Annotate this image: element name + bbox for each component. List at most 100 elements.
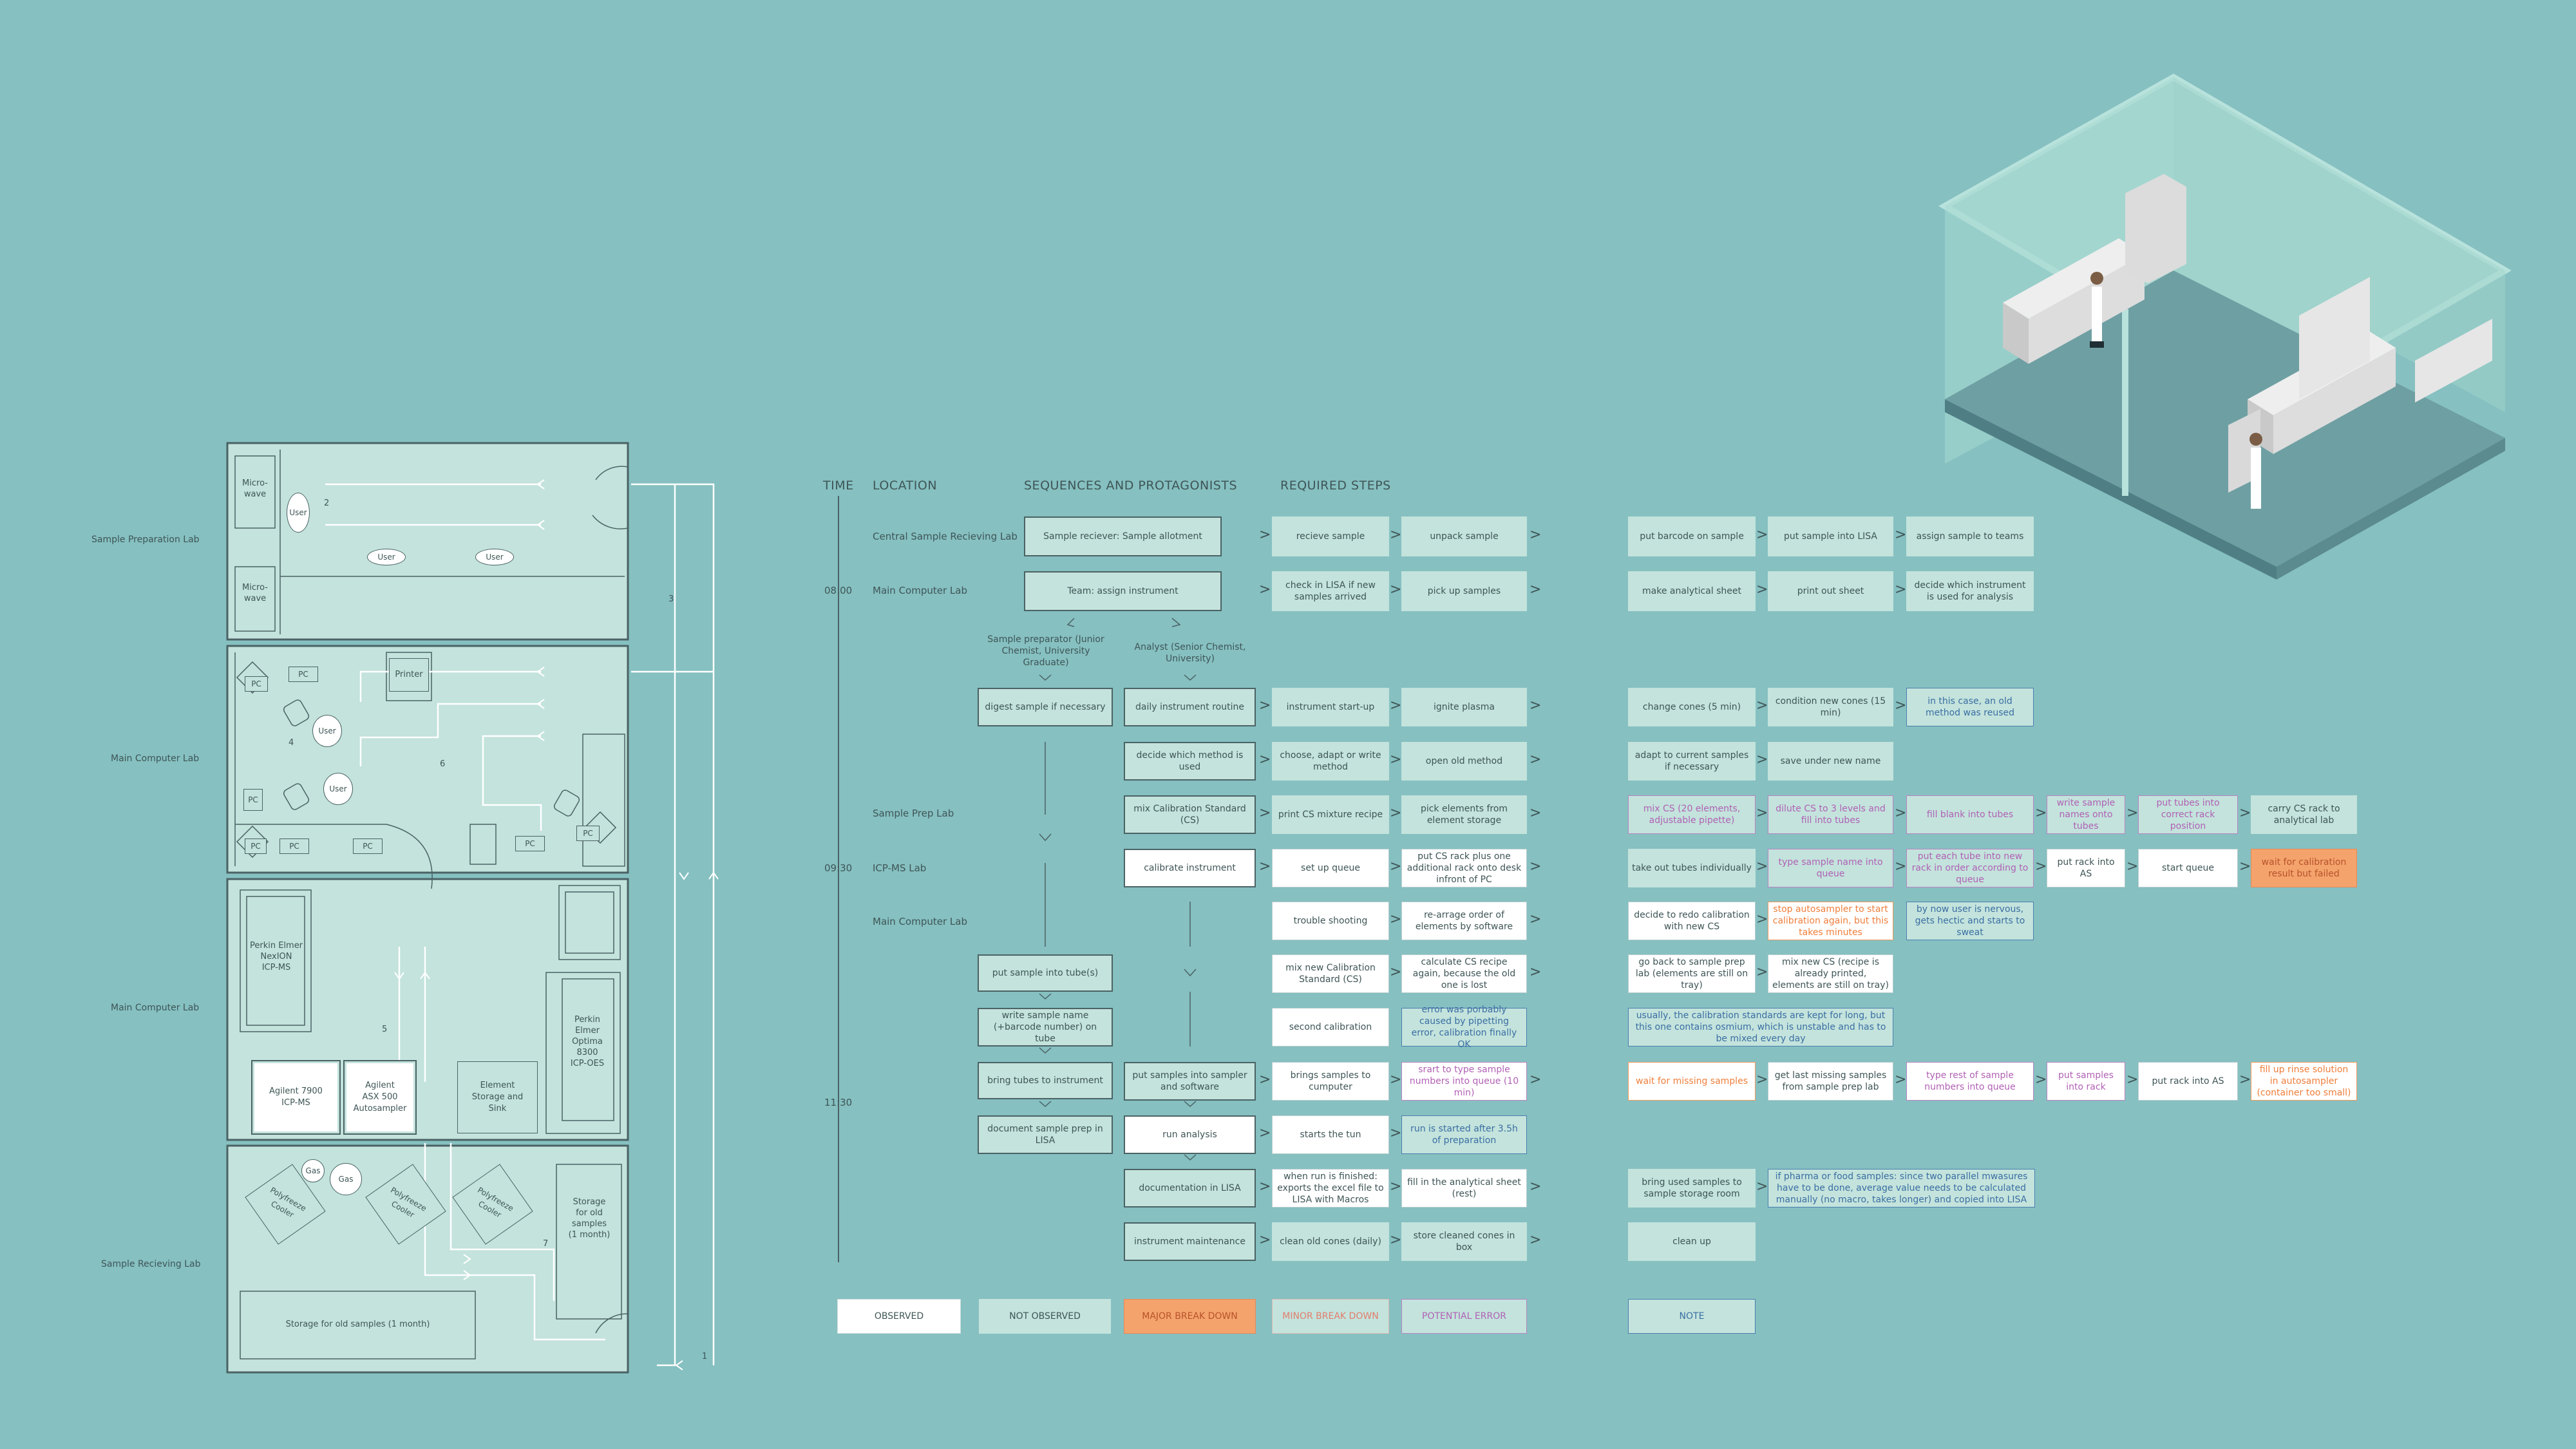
chevron-right-icon: > <box>1756 697 1768 714</box>
printer: Printer <box>389 658 429 692</box>
chevron-right-icon: > <box>1756 964 1768 980</box>
location-label: Sample Prep Lab <box>873 808 954 819</box>
time-label: 11:30 <box>824 1097 853 1108</box>
step-box: mix new CS (recipe is already printed, e… <box>1768 954 1893 993</box>
step-box: condition new cones (15 min) <box>1768 688 1893 726</box>
pc-icon: PC <box>245 838 267 854</box>
step-box: start queue <box>2138 849 2238 887</box>
chevron-right-icon: > <box>1390 697 1402 714</box>
pc-icon: PC <box>279 838 309 854</box>
step-box: brings samples to cumputer <box>1272 1062 1389 1101</box>
seq-bring-tubes: bring tubes to instrument <box>978 1062 1113 1099</box>
protagonist-sample-preparator: Sample preparator (Junior Chemist, Unive… <box>987 634 1104 668</box>
major-breakdown-box: wait for missing samples <box>1628 1062 1756 1101</box>
chevron-right-icon: > <box>1530 697 1542 714</box>
note-box: usually, the calibration standards are k… <box>1628 1008 1893 1046</box>
agilent-7900: Agilent 7900 ICP-MS <box>252 1061 339 1133</box>
location-label: Main Computer Lab <box>873 585 967 596</box>
step-box: choose, adapt or write method <box>1272 742 1389 781</box>
step-box: put CS rack plus one additional rack ont… <box>1401 849 1527 887</box>
perkin-nexion-label: Perkin Elmer NexION ICP-MS <box>249 941 303 972</box>
step-box: adapt to current samples if necessary <box>1628 742 1756 781</box>
seq-documentation: documentation in LISA <box>1124 1169 1256 1208</box>
step-box: trouble shooting <box>1272 902 1389 940</box>
user-icon: User <box>312 715 342 747</box>
chevron-right-icon: > <box>1895 805 1907 821</box>
chevron-right-icon: > <box>2126 805 2139 821</box>
chevron-right-icon: > <box>1895 582 1907 598</box>
lab-illustration-icon <box>1938 73 2512 580</box>
step-box: put barcode on sample <box>1628 516 1756 556</box>
chevron-right-icon: > <box>1530 527 1542 543</box>
step-box: pick up samples <box>1401 571 1527 611</box>
protagonist-analyst: Analyst (Senior Chemist, University) <box>1134 642 1246 664</box>
step-box: re-arrage order of elements by software <box>1401 902 1527 940</box>
seq-assign-instrument: Team: assign instrument <box>1024 571 1222 611</box>
step-box: instrument start-up <box>1272 688 1389 726</box>
header-sequences: SEQUENCES AND PROTAGONISTS <box>1024 478 1238 493</box>
potential-error-box: type rest of sample numbers into queue <box>1906 1062 2034 1101</box>
step-box: get last missing samples from sample pre… <box>1768 1062 1893 1101</box>
chevron-right-icon: > <box>2239 1072 2251 1088</box>
step-box: store cleaned cones in box <box>1401 1222 1527 1261</box>
seq-mix-cs: mix Calibration Standard (CS) <box>1124 795 1256 834</box>
pc-icon: PC <box>353 838 383 854</box>
chevron-right-icon: > <box>1530 1072 1542 1088</box>
path-number: 3 <box>668 594 674 604</box>
potential-error-box: put each tube into new rack in order acc… <box>1906 849 2034 887</box>
step-box: make analytical sheet <box>1628 571 1756 611</box>
step-box: take out tubes individually <box>1628 849 1756 887</box>
chevron-right-icon: > <box>1530 964 1542 980</box>
user-icon: User <box>287 493 310 533</box>
chevron-right-icon: > <box>2126 1072 2139 1088</box>
chevron-right-icon: > <box>2239 805 2251 821</box>
seq-maintenance: instrument maintenance <box>1124 1222 1256 1261</box>
seq-put-samples-sampler: put samples into sampler and software <box>1124 1062 1256 1101</box>
seq-daily-routine: daily instrument routine <box>1124 688 1256 726</box>
header-location: LOCATION <box>873 478 938 493</box>
potential-error-box: type sample name into queue <box>1768 849 1893 887</box>
legend-major-breakdown: MAJOR BREAK DOWN <box>1124 1299 1256 1334</box>
path-number: 5 <box>382 1025 388 1034</box>
room-label-main-computer-1: Main Computer Lab <box>111 753 200 764</box>
step-box: check in LISA if new samples arrived <box>1272 571 1389 611</box>
user-icon: User <box>323 773 353 805</box>
step-box: recieve sample <box>1272 516 1389 556</box>
chevron-right-icon: > <box>1756 805 1768 821</box>
pc-icon: PC <box>576 826 600 841</box>
chevron-right-icon: > <box>1530 911 1542 927</box>
header-required-steps: REQUIRED STEPS <box>1280 478 1391 493</box>
gas-icon: Gas <box>301 1159 325 1182</box>
chevron-right-icon: > <box>1530 752 1542 768</box>
step-box: put sample into LISA <box>1768 516 1893 556</box>
path-number: 1 <box>702 1352 708 1361</box>
path-number: 4 <box>289 738 294 748</box>
user-icon: User <box>367 549 406 565</box>
microwave-label: Micro- wave <box>242 478 268 499</box>
chevron-right-icon: > <box>1259 582 1271 598</box>
chevron-right-icon: > <box>1530 1232 1542 1248</box>
chevron-right-icon: > <box>1390 752 1402 768</box>
chevron-right-icon: > <box>1756 582 1768 598</box>
chevron-right-icon: > <box>1259 858 1271 875</box>
chevron-right-icon: > <box>1259 1179 1271 1195</box>
seq-put-into-tubes: put sample into tube(s) <box>978 954 1113 992</box>
path-number: 6 <box>440 759 446 769</box>
note-box: in this case, an old method was reused <box>1906 688 2034 726</box>
chevron-right-icon: > <box>1895 1072 1907 1088</box>
step-box: assign sample to teams <box>1906 516 2034 556</box>
step-box: calculate CS recipe again, because the o… <box>1401 954 1527 993</box>
chevron-right-icon: > <box>1259 805 1271 821</box>
chevron-right-icon: > <box>1530 858 1542 875</box>
gas-icon: Gas <box>330 1163 362 1195</box>
step-box: carry CS rack to analytical lab <box>2251 795 2357 834</box>
seq-digest-sample: digest sample if necessary <box>978 688 1113 726</box>
chevron-right-icon: > <box>1259 527 1271 543</box>
step-box: clean old cones (daily) <box>1272 1222 1389 1261</box>
step-box: put rack into AS <box>2138 1062 2238 1101</box>
location-label: Main Computer Lab <box>873 916 967 927</box>
chevron-right-icon: > <box>1390 582 1402 598</box>
chevron-right-icon: > <box>1756 1072 1768 1088</box>
user-icon: User <box>475 549 514 565</box>
